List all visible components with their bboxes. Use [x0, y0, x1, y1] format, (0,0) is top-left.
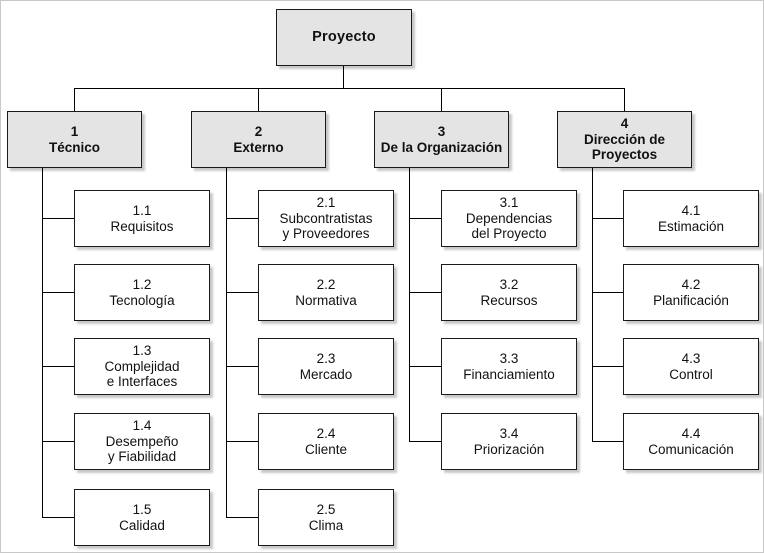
node-leaf-1-5-label: Calidad — [119, 517, 165, 533]
node-leaf-1-4-number: 1.4 — [132, 417, 152, 433]
node-leaf-1-1-number: 1.1 — [132, 202, 152, 218]
connector-branch1-drop — [74, 88, 75, 111]
node-leaf-2-4[interactable]: 2.4 Cliente — [258, 413, 394, 470]
connector-branch2-drop — [258, 88, 259, 111]
node-leaf-3-4[interactable]: 3.4 Priorización — [441, 413, 577, 470]
stub-1-2 — [42, 292, 75, 293]
node-leaf-1-1-label: Requisitos — [110, 218, 174, 234]
node-leaf-2-3[interactable]: 2.3 Mercado — [258, 338, 394, 395]
node-leaf-1-1[interactable]: 1.1 Requisitos — [74, 190, 210, 247]
spine-branch-4 — [592, 168, 593, 442]
stub-4-1 — [592, 218, 625, 219]
node-branch-4-number: 4 — [620, 115, 629, 131]
stub-1-4 — [42, 441, 75, 442]
node-leaf-1-3-number: 1.3 — [132, 342, 152, 358]
node-leaf-4-4-label: Comunicación — [648, 441, 734, 457]
connector-level1-bus — [74, 88, 625, 89]
stub-4-2 — [592, 292, 625, 293]
node-leaf-4-1-number: 4.1 — [681, 202, 701, 218]
stub-2-4 — [226, 441, 259, 442]
node-leaf-3-2-number: 3.2 — [499, 276, 519, 292]
stub-2-3 — [226, 366, 259, 367]
node-leaf-1-2-label: Tecnología — [109, 292, 175, 308]
node-leaf-2-5-number: 2.5 — [316, 501, 336, 517]
node-leaf-4-1[interactable]: 4.1 Estimación — [623, 190, 759, 247]
stub-2-2 — [226, 292, 259, 293]
node-leaf-4-4[interactable]: 4.4 Comunicación — [623, 413, 759, 470]
stub-3-2 — [409, 292, 442, 293]
connector-branch4-drop — [624, 88, 625, 111]
node-leaf-2-3-label: Mercado — [299, 366, 353, 382]
node-leaf-1-2-number: 1.2 — [132, 276, 152, 292]
node-leaf-4-4-number: 4.4 — [681, 425, 701, 441]
node-leaf-3-3[interactable]: 3.3 Financiamiento — [441, 338, 577, 395]
node-leaf-2-2-label: Normativa — [295, 292, 357, 308]
spine-branch-3 — [409, 168, 410, 442]
node-leaf-3-4-number: 3.4 — [499, 425, 519, 441]
node-branch-3-label: De la Organización — [380, 139, 503, 155]
stub-1-1 — [42, 218, 75, 219]
stub-2-5 — [226, 517, 259, 518]
node-leaf-2-2[interactable]: 2.2 Normativa — [258, 264, 394, 321]
node-root-proyecto[interactable]: Proyecto — [276, 9, 412, 66]
connector-root-stem — [343, 66, 344, 89]
node-leaf-2-5-label: Clima — [308, 517, 344, 533]
node-branch-1[interactable]: 1 Técnico — [7, 111, 142, 168]
node-leaf-4-3-label: Control — [669, 366, 713, 382]
node-root-label: Proyecto — [312, 28, 376, 45]
stub-4-3 — [592, 366, 625, 367]
stub-1-3 — [42, 366, 75, 367]
node-leaf-1-5-number: 1.5 — [132, 501, 152, 517]
stub-4-4 — [592, 441, 625, 442]
node-leaf-3-2-label: Recursos — [480, 292, 538, 308]
stub-3-1 — [409, 218, 442, 219]
node-leaf-1-5[interactable]: 1.5 Calidad — [74, 489, 210, 546]
node-leaf-2-3-number: 2.3 — [316, 350, 336, 366]
node-leaf-4-3-number: 4.3 — [681, 350, 701, 366]
node-leaf-4-2[interactable]: 4.2 Planificación — [623, 264, 759, 321]
node-branch-1-label: Técnico — [48, 139, 100, 155]
node-leaf-2-5[interactable]: 2.5 Clima — [258, 489, 394, 546]
stub-2-1 — [226, 218, 259, 219]
node-leaf-2-4-label: Cliente — [304, 441, 348, 457]
spine-branch-2 — [226, 168, 227, 518]
node-leaf-3-1-number: 3.1 — [499, 194, 519, 210]
node-leaf-3-2[interactable]: 3.2 Recursos — [441, 264, 577, 321]
node-leaf-4-1-label: Estimación — [657, 218, 725, 234]
node-leaf-2-2-number: 2.2 — [316, 276, 336, 292]
node-branch-2-number: 2 — [254, 123, 263, 139]
node-branch-3-number: 3 — [437, 123, 446, 139]
node-leaf-3-3-label: Financiamiento — [463, 366, 555, 382]
node-branch-2-label: Externo — [233, 139, 284, 155]
spine-branch-1 — [42, 168, 43, 518]
node-leaf-2-1-number: 2.1 — [316, 194, 336, 210]
node-leaf-4-2-number: 4.2 — [681, 276, 701, 292]
connector-branch3-drop — [441, 88, 442, 111]
stub-1-5 — [42, 517, 75, 518]
node-branch-2[interactable]: 2 Externo — [191, 111, 326, 168]
node-branch-1-number: 1 — [70, 123, 79, 139]
node-leaf-4-2-label: Planificación — [653, 292, 729, 308]
stub-3-4 — [409, 441, 442, 442]
node-branch-3[interactable]: 3 De la Organización — [374, 111, 509, 168]
node-leaf-1-2[interactable]: 1.2 Tecnología — [74, 264, 210, 321]
stub-3-3 — [409, 366, 442, 367]
node-leaf-3-3-number: 3.3 — [499, 350, 519, 366]
node-leaf-3-4-label: Priorización — [473, 441, 545, 457]
node-leaf-4-3[interactable]: 4.3 Control — [623, 338, 759, 395]
node-leaf-2-4-number: 2.4 — [316, 425, 336, 441]
